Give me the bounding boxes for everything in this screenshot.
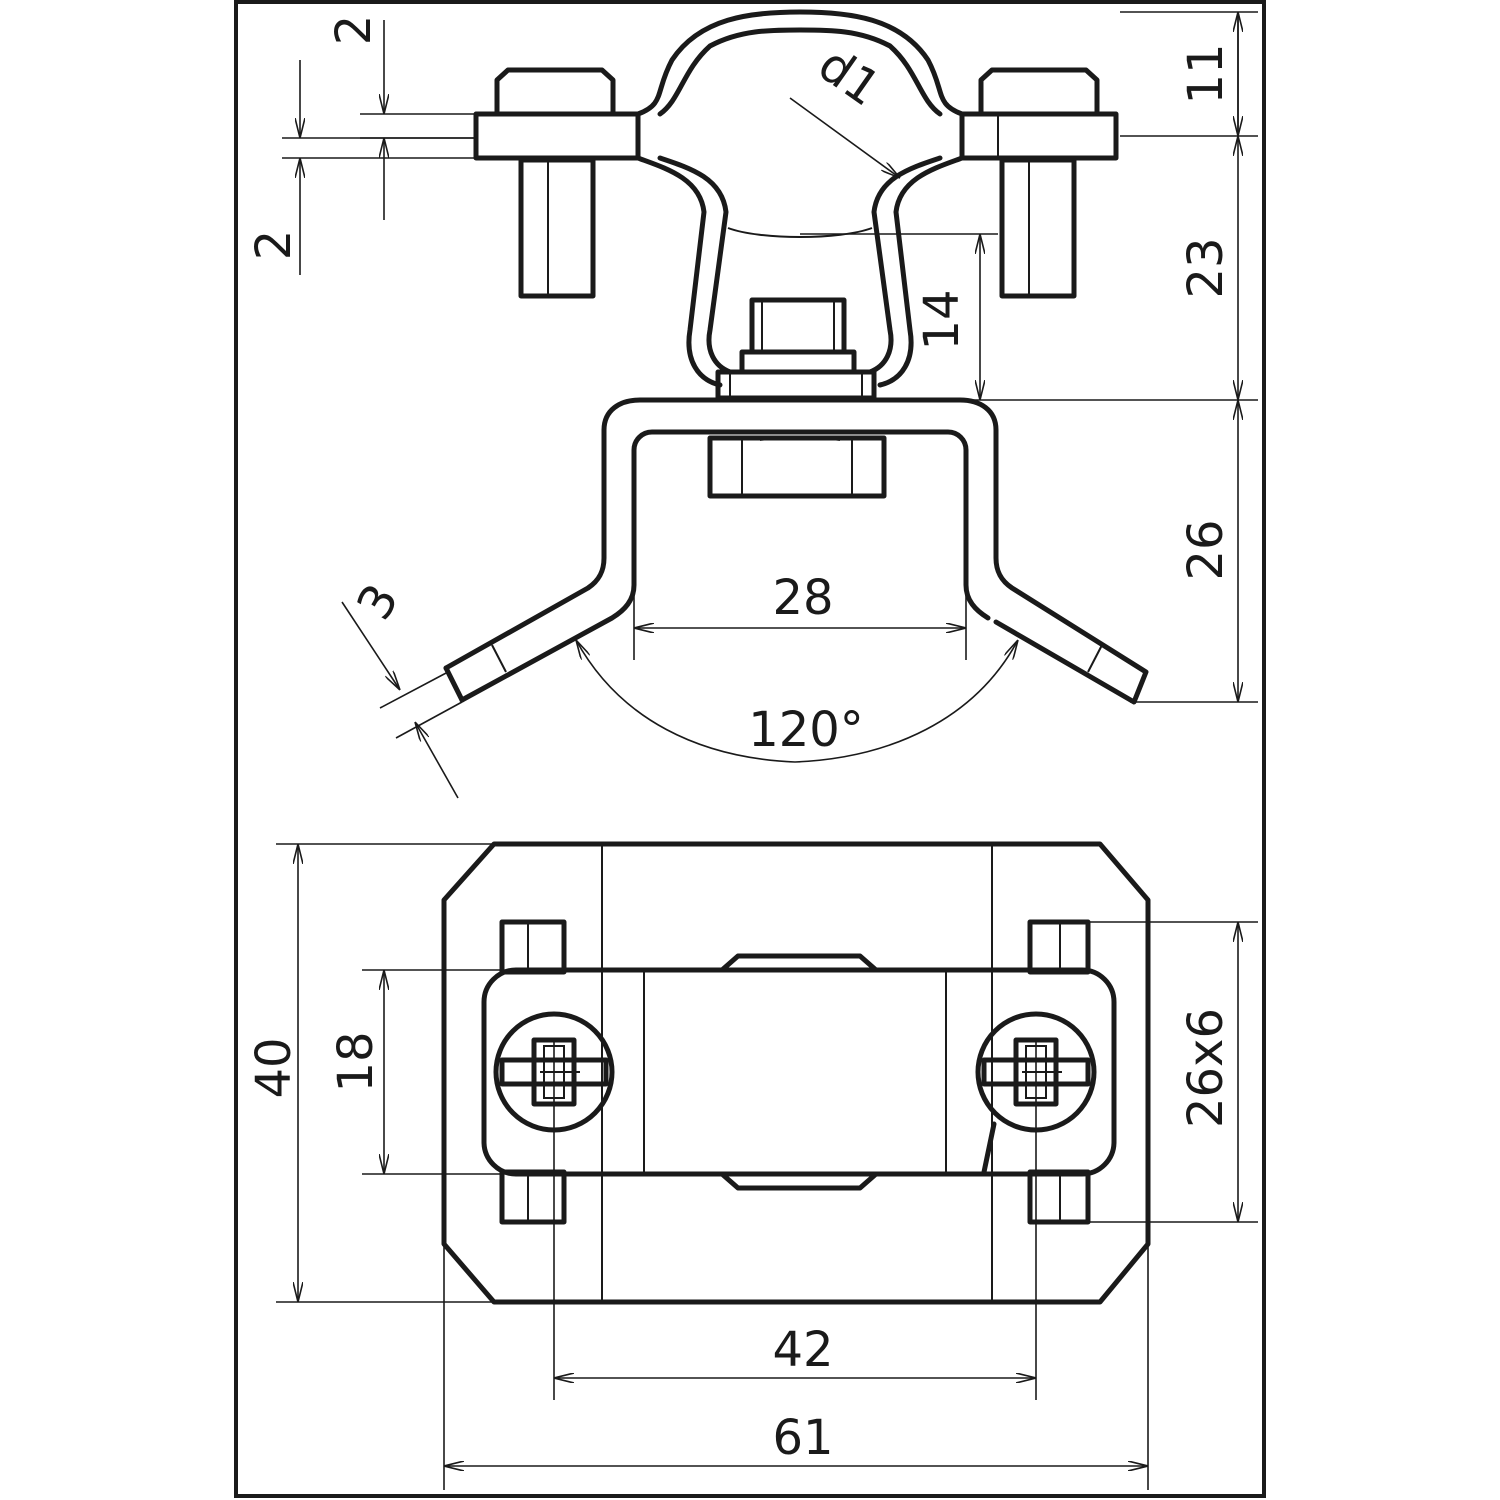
height-mid-label: 23: [1178, 237, 1234, 298]
saddle-width-label: 28: [772, 570, 833, 626]
strap-left-leg-inner: [657, 155, 733, 375]
strip-size-label: 26x6: [1178, 1008, 1234, 1128]
front-view-dimensions: 2 2 d1 11 23 26 14 2: [246, 11, 1258, 799]
saddle-inner: [459, 429, 991, 703]
strip-thickness-label: 3: [346, 575, 410, 629]
right-plate: [959, 111, 1119, 161]
drawing-frame: [234, 0, 1266, 1498]
clamp-washer: [739, 349, 857, 375]
saddle-hex-nut: [707, 435, 887, 499]
left-plate: [473, 111, 641, 161]
plate-thickness-label: 2: [246, 230, 302, 261]
top-gap-label: 2: [326, 15, 382, 46]
bolt-spacing-label: 42: [772, 1322, 833, 1378]
left-top-tab: [499, 919, 567, 975]
saddle-angle-label: 120°: [748, 702, 864, 758]
base-plate-outline: [441, 841, 1151, 1305]
height-top-label: 11: [1178, 43, 1234, 104]
pipe-clamp-inner: [657, 27, 943, 117]
saddle-height-label: 26: [1178, 519, 1234, 580]
left-top-nut: [494, 67, 616, 115]
right-bolt-shank: [999, 157, 1077, 299]
center-hex-bottom: [719, 1171, 879, 1191]
base-length-label: 61: [772, 1410, 833, 1466]
saddle-outer: [443, 397, 1149, 705]
strap-left-leg-outer: [635, 155, 723, 388]
pipe-arc: [727, 227, 873, 238]
pipe-clamp-outer: [635, 9, 965, 117]
left-bolt-shank: [518, 157, 596, 299]
top-view: [441, 841, 1151, 1305]
strap-right-leg-inner: [867, 155, 943, 375]
stud-length-label: 14: [914, 289, 970, 350]
clamp-stud: [749, 297, 847, 355]
clamp-base: [715, 369, 877, 401]
right-top-nut: [978, 67, 1100, 115]
center-hex-top: [719, 953, 879, 973]
base-depth-label: 40: [246, 1037, 302, 1098]
front-view: [443, 9, 1149, 705]
clamp-strip: [481, 967, 1117, 1177]
clamp-width-label: 18: [328, 1031, 384, 1092]
top-view-dimensions: 40 18 26x6 42 61: [246, 843, 1258, 1490]
pipe-diameter-label: d1: [808, 36, 890, 117]
strap-right-leg-outer: [877, 155, 965, 388]
angle-arc: [576, 640, 1018, 763]
